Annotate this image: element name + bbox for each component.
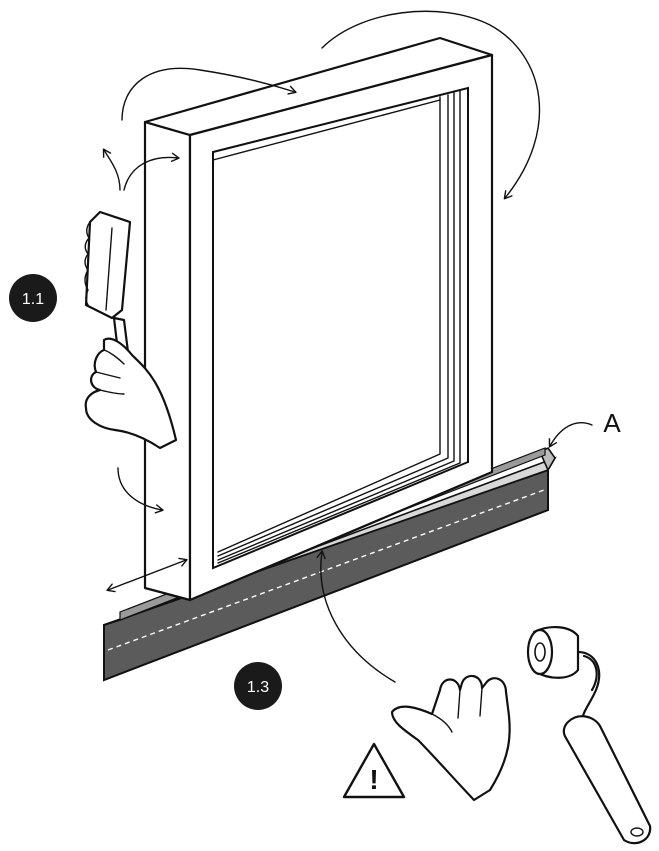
application-arrows [102, 10, 593, 683]
arrow-icon [117, 467, 164, 514]
arrow-icon [123, 152, 180, 191]
step-label: 1.1 [22, 291, 44, 308]
brush-icon [84, 210, 132, 354]
roller-icon [526, 626, 652, 845]
step-badge-1-1: 1.1 [9, 274, 57, 322]
step-label: 1.3 [247, 679, 269, 696]
arrow-icon [316, 550, 396, 683]
warning-icon: ! [342, 742, 406, 799]
window-frame [143, 36, 494, 602]
step-badge-1-3: 1.3 [234, 662, 282, 710]
warning-glyph: ! [369, 764, 378, 795]
hand-icon [84, 337, 178, 450]
hand-icon [390, 674, 511, 802]
arrow-icon [121, 67, 297, 121]
arrow-icon [321, 10, 541, 200]
callout-label: A [603, 408, 621, 438]
arrow-icon [106, 557, 188, 593]
arrow-icon [548, 422, 593, 448]
arrow-icon [102, 148, 121, 191]
